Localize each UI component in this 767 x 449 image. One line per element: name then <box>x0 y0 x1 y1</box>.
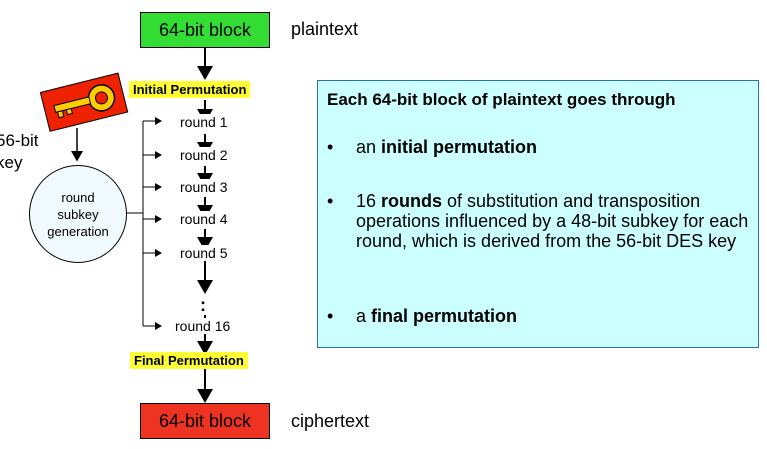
rounds-ellipsis: : <box>200 295 206 315</box>
key-icon <box>38 72 132 132</box>
bullet-symbol: • <box>327 137 334 157</box>
bullet-bold-text: final permutation <box>371 306 518 326</box>
round-label: round 5 <box>179 245 229 261</box>
bullet-rounds: 16 rounds of substitution and transposit… <box>356 191 754 251</box>
bullet-final-permutation: a final permutation <box>356 306 751 326</box>
round-subkey-generation-circle: round subkey generation <box>29 165 127 263</box>
subkey-line-1: round <box>61 189 95 205</box>
plaintext-block: 64-bit block <box>140 12 270 48</box>
subkey-line-2: subkey <box>57 206 99 222</box>
round-label: round 4 <box>179 211 229 227</box>
subkey-line-3: generation <box>47 223 109 239</box>
plaintext-label: plaintext <box>291 19 359 39</box>
bullet-symbol: • <box>327 306 334 326</box>
key-label: key <box>0 153 23 172</box>
plaintext-block-label: 64-bit block <box>158 19 252 40</box>
bullet-bold-text: rounds <box>381 191 443 211</box>
bullet-symbol: • <box>327 191 334 211</box>
ciphertext-block-label: 64-bit block <box>158 410 252 431</box>
bullet-text: of substitution and transposition operat… <box>356 191 749 251</box>
info-panel: Each 64-bit block of plaintext goes thro… <box>317 80 759 348</box>
ciphertext-block: 64-bit block <box>140 403 270 439</box>
ciphertext-label: ciphertext <box>291 411 370 431</box>
round-label: round 2 <box>179 147 229 163</box>
info-title: Each 64-bit block of plaintext goes thro… <box>327 90 676 109</box>
final-permutation-label: Final Permutation <box>130 352 248 369</box>
bullet-initial-permutation: an initial permutation <box>356 137 751 157</box>
key-size-label: 56-bit <box>0 131 39 150</box>
initial-permutation-label: Initial Permutation <box>129 81 251 98</box>
round-label: round 1 <box>179 114 229 130</box>
round-label: round 3 <box>179 179 229 195</box>
bullet-text: a <box>356 306 372 326</box>
bullet-text: 16 <box>356 191 382 211</box>
bullet-text: an <box>356 137 382 157</box>
round-label: round 16 <box>174 318 232 334</box>
bullet-bold-text: initial permutation <box>381 137 538 157</box>
